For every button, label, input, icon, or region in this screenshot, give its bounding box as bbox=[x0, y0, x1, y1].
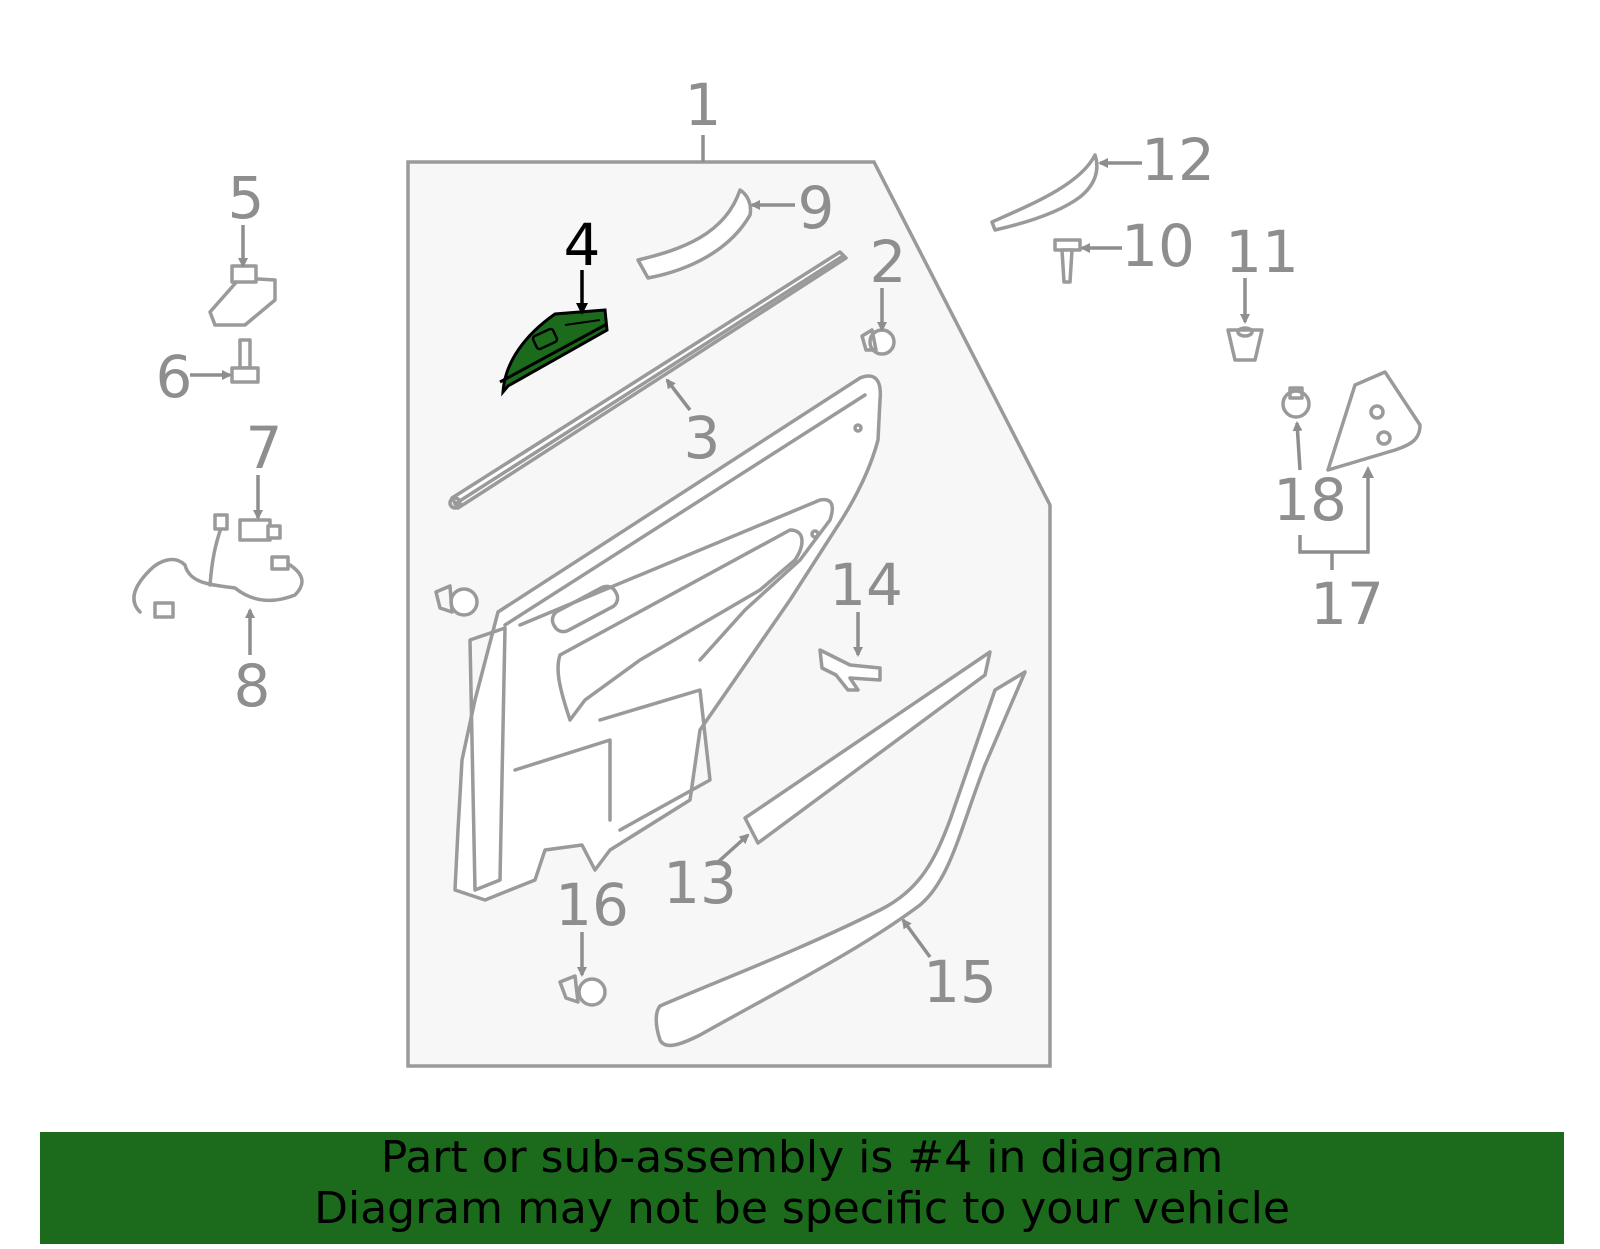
banner-line-disclaimer: Diagram may not be specific to your vehi… bbox=[314, 1183, 1290, 1234]
part-5-switch bbox=[208, 264, 277, 327]
banner-line-part: Part or sub-assembly is #4 in diagram bbox=[380, 1132, 1224, 1183]
part-18-clip bbox=[1281, 386, 1311, 419]
part-13-molding bbox=[743, 650, 992, 845]
door-trim-panel bbox=[453, 374, 883, 902]
callout-2: 2 bbox=[870, 228, 907, 296]
callout-17: 17 bbox=[1310, 570, 1384, 638]
part-6-screw bbox=[230, 338, 260, 384]
callout-4: 4 bbox=[564, 211, 601, 279]
leader-15 bbox=[901, 918, 932, 959]
callout-14: 14 bbox=[829, 551, 903, 619]
leader-13 bbox=[716, 833, 750, 864]
callout-10: 10 bbox=[1121, 212, 1195, 280]
callout-11: 11 bbox=[1225, 218, 1299, 286]
part-17-corner-bracket bbox=[1326, 370, 1422, 472]
part-15-scuff-trim bbox=[654, 670, 1027, 1048]
part-16-clip bbox=[558, 974, 607, 1007]
part-11-nut bbox=[1226, 326, 1264, 362]
part-10-screw bbox=[1053, 238, 1082, 284]
part-4-switch-bezel bbox=[499, 308, 609, 397]
part-3-window-strip bbox=[448, 250, 848, 510]
callout-5: 5 bbox=[228, 164, 265, 232]
part-12-pillar-trim bbox=[990, 153, 1099, 232]
callout-6: 6 bbox=[156, 343, 193, 411]
callout-1: 1 bbox=[685, 71, 722, 139]
part-7-connector bbox=[238, 518, 282, 542]
disclaimer-banner: Part or sub-assembly is #4 in diagram Di… bbox=[40, 1132, 1564, 1244]
callout-15: 15 bbox=[923, 948, 997, 1016]
part-8-wire-harness bbox=[132, 513, 304, 619]
callout-18: 18 bbox=[1273, 466, 1347, 534]
panel-clip-left bbox=[434, 584, 479, 617]
leader-17-bracket bbox=[1298, 478, 1370, 554]
callout-8: 8 bbox=[234, 652, 271, 720]
callout-12: 12 bbox=[1141, 126, 1215, 194]
callout-13: 13 bbox=[663, 849, 737, 917]
part-9-pull-handle bbox=[636, 188, 753, 280]
callout-16: 16 bbox=[555, 871, 629, 939]
leader-18 bbox=[1292, 421, 1303, 471]
callout-7: 7 bbox=[246, 414, 283, 482]
callout-3: 3 bbox=[684, 404, 721, 472]
callout-9: 9 bbox=[798, 174, 835, 242]
leader-3 bbox=[665, 378, 692, 412]
part-14-bracket bbox=[818, 648, 882, 692]
